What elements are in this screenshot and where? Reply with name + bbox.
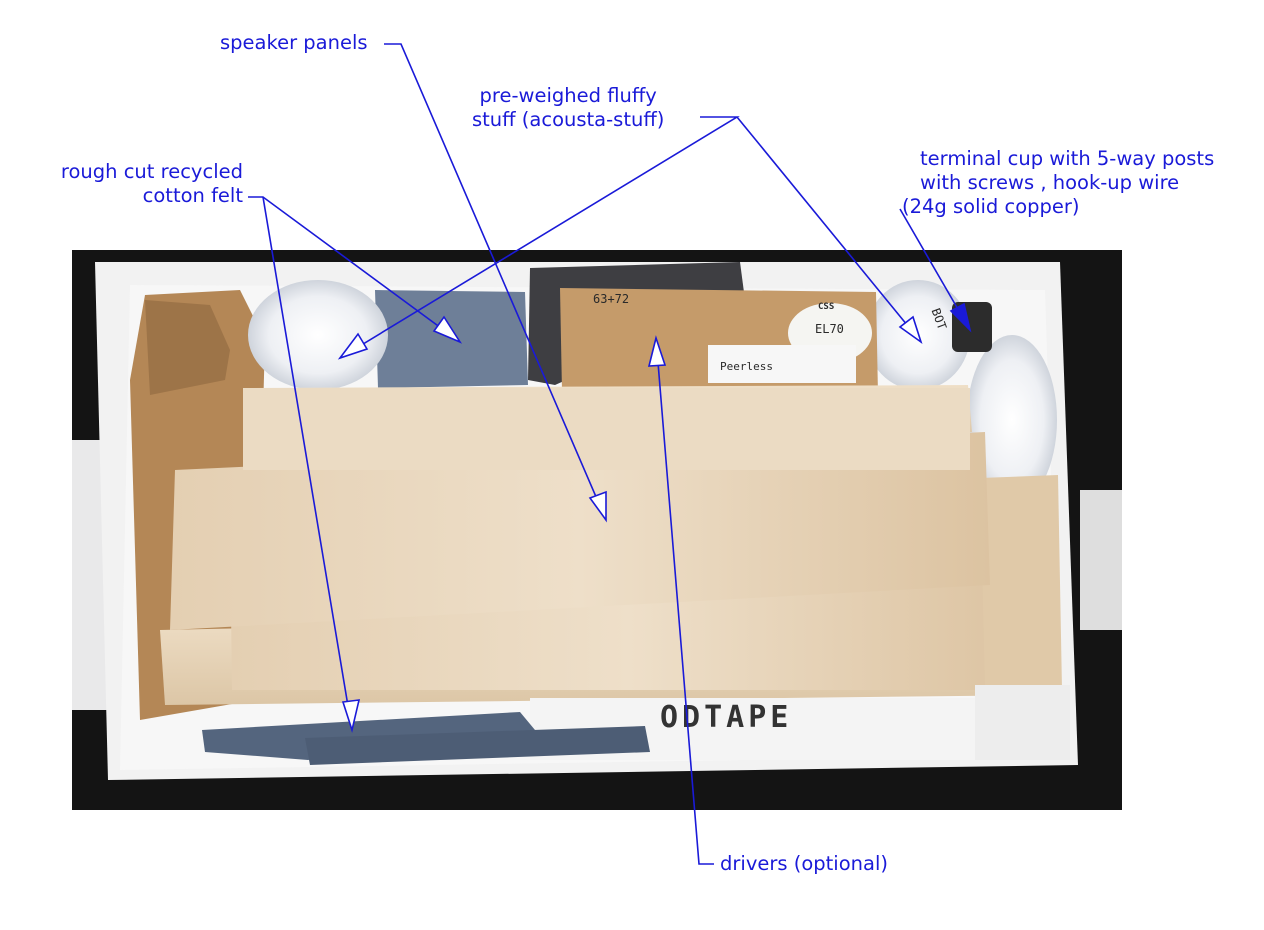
felt-arrow-top: [432, 315, 463, 344]
fluffy-arrow-right: [898, 315, 923, 345]
speaker-panels-arrow: [588, 490, 607, 523]
fluff-bag: [967, 335, 1057, 505]
label-cotton-felt: rough cut recycled cotton felt: [38, 160, 243, 208]
label-terminal-line2: with screws , hook-up wire: [920, 171, 1180, 194]
fluffy-arrow-left: [337, 332, 369, 360]
terminal-arrow: [949, 302, 972, 333]
felt-arrow-bottom: [341, 699, 361, 733]
box-number: 63+72: [593, 292, 630, 306]
speaker-panels-leader: [384, 43, 607, 521]
label-drivers: drivers (optional): [720, 852, 888, 876]
label-terminal-line3: (24g solid copper): [902, 195, 1080, 218]
plywood-panel-main-top: [243, 388, 970, 470]
tape-text: ODTAPE: [660, 700, 793, 735]
label-terminal-line1: terminal cup with 5-way posts: [920, 147, 1215, 170]
label-speaker-panels-text: speaker panels: [220, 31, 368, 54]
peerless-sticker: [708, 345, 856, 383]
label-speaker-panels: speaker panels: [220, 31, 368, 55]
label-terminal-cup: terminal cup with 5-way posts with screw…: [902, 147, 1214, 219]
label-fluffy-stuff: pre-weighed fluffy stuff (acousta-stuff): [472, 84, 664, 132]
fluff-left: [248, 280, 388, 390]
drivers-leader: [655, 337, 714, 865]
foam-right: [1080, 490, 1122, 630]
foam-block: [975, 685, 1070, 760]
label-fluffy-line1: pre-weighed fluffy: [479, 84, 657, 107]
cardboard-left-shade: [145, 300, 230, 395]
driver-model: EL70: [815, 322, 844, 336]
felt-bottom-2: [305, 726, 650, 765]
fluffy-leader-left: [339, 116, 740, 359]
peerless-logo: Peerless: [720, 360, 773, 373]
label-felt-line1: rough cut recycled: [60, 160, 243, 183]
maker-logo: CSS: [818, 302, 835, 312]
label-fluffy-line2: stuff (acousta-stuff): [472, 108, 665, 131]
drivers-arrow: [647, 335, 667, 367]
fluffy-leader-right: [736, 116, 922, 343]
felt-leader-bottom: [262, 196, 353, 731]
felt-leader-top: [248, 196, 461, 343]
plywood-panel-mid: [980, 475, 1062, 690]
label-felt-line2: cotton felt: [142, 184, 243, 207]
plywood-panel-main: [170, 432, 990, 630]
label-drivers-text: drivers (optional): [720, 852, 888, 875]
